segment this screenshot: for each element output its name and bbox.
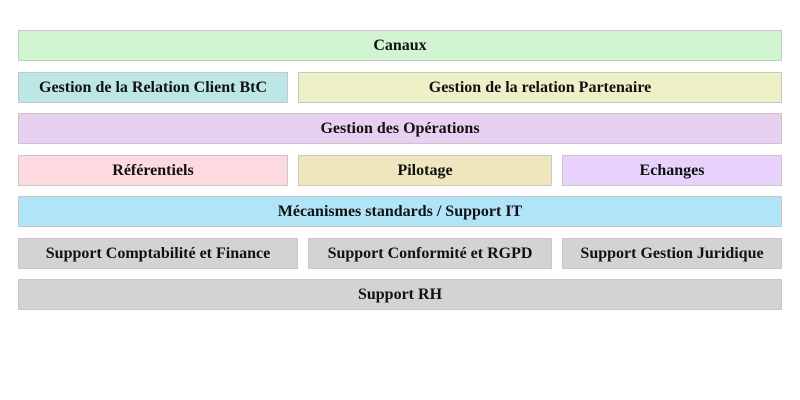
- block-label: Pilotage: [397, 161, 453, 179]
- block-label: Gestion de la Relation Client BtC: [39, 78, 267, 96]
- block-canaux: Canaux: [18, 30, 782, 61]
- block-referentiels: Référentiels: [18, 155, 288, 186]
- block-support-it: Mécanismes standards / Support IT: [18, 196, 782, 227]
- block-grp: Gestion de la relation Partenaire: [298, 72, 782, 103]
- block-grc-btc: Gestion de la Relation Client BtC: [18, 72, 288, 103]
- block-rh: Support RH: [18, 279, 782, 310]
- block-label: Mécanismes standards / Support IT: [277, 202, 523, 220]
- block-echanges: Echanges: [562, 155, 782, 186]
- block-conformite: Support Conformité et RGPD: [308, 238, 552, 269]
- block-label: Référentiels: [112, 161, 194, 179]
- block-pilotage: Pilotage: [298, 155, 552, 186]
- block-label: Echanges: [639, 161, 705, 179]
- block-label: Support RH: [357, 285, 443, 303]
- block-label: Support Conformité et RGPD: [327, 244, 533, 262]
- block-label: Gestion de la relation Partenaire: [428, 78, 652, 96]
- block-operations: Gestion des Opérations: [18, 113, 782, 144]
- block-label: Support Gestion Juridique: [580, 244, 764, 262]
- block-label: Canaux: [373, 36, 427, 54]
- block-label: Gestion des Opérations: [320, 119, 480, 137]
- block-label: Support Comptabilité et Finance: [45, 244, 271, 262]
- block-juridique: Support Gestion Juridique: [562, 238, 782, 269]
- block-compta: Support Comptabilité et Finance: [18, 238, 298, 269]
